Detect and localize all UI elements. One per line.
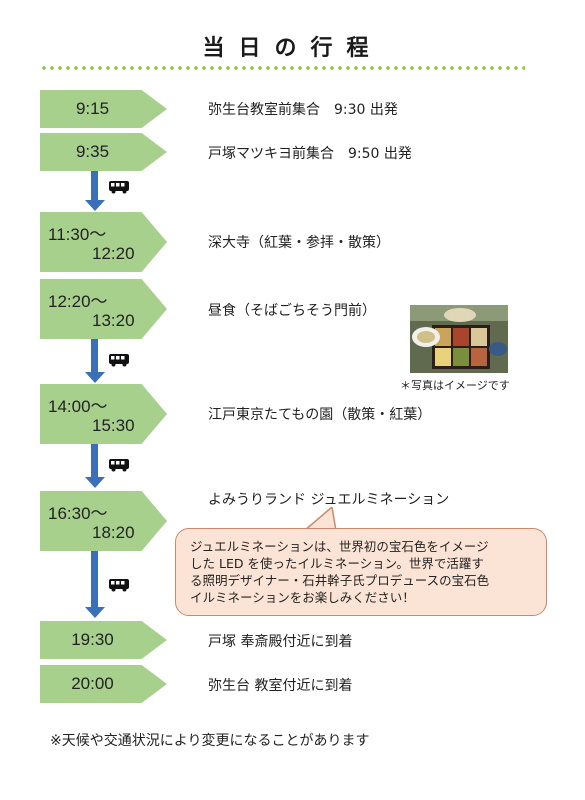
time-marker-6: 16:30〜 18:20 xyxy=(40,491,167,551)
jewellumination-bubble: ジュエルミネーションは、世界初の宝石色をイメージ した LED を使ったイルミネ… xyxy=(175,528,547,616)
bubble-line: ジュエルミネーションは、世界初の宝石色をイメージ xyxy=(190,539,489,554)
bus-icon xyxy=(109,459,129,472)
bus-icon xyxy=(109,181,129,194)
connector-line xyxy=(91,171,98,201)
schedule-desc-8: 弥生台 教室付近に到着 xyxy=(208,678,353,694)
time-end-label: 18:20 xyxy=(92,523,135,542)
time-start-label: 12:20〜 xyxy=(48,292,108,311)
time-marker-2: 9:35 xyxy=(40,133,167,171)
bus-icon xyxy=(109,579,129,592)
time-label: 9:15 xyxy=(75,99,110,118)
bubble-tail xyxy=(302,507,337,531)
schedule-desc-3: 深大寺（紅葉・参拝・散策） xyxy=(208,235,390,251)
time-end-label: 12:20 xyxy=(92,244,135,263)
time-label: 20:00 xyxy=(71,674,114,693)
connector-line xyxy=(91,444,98,477)
time-start-label: 14:00〜 xyxy=(48,397,108,416)
schedule-desc-2: 戸塚マツキヨ前集合 9:50 出発 xyxy=(208,146,412,162)
time-label: 19:30 xyxy=(71,630,114,649)
time-end-label: 13:20 xyxy=(92,311,135,330)
schedule-desc-7: 戸塚 奉斎殿付近に到着 xyxy=(208,634,353,650)
time-marker-8: 20:00 xyxy=(40,665,167,703)
bubble-line: イルミネーションをお楽しみください！ xyxy=(190,590,415,605)
schedule-desc-6: よみうりランド ジュエルミネーション xyxy=(208,492,450,508)
time-end-label: 15:30 xyxy=(92,416,135,435)
time-start-label: 16:30〜 xyxy=(48,504,108,523)
down-arrow-icon xyxy=(85,200,105,211)
dotted-divider xyxy=(40,66,525,70)
connector-line xyxy=(91,551,98,607)
time-marker-1: 9:15 xyxy=(40,90,167,128)
down-arrow-icon xyxy=(85,372,105,383)
bubble-line: る照明デザイナー・石井幹子氏プロデュースの宝石色 xyxy=(190,573,490,588)
time-label: 9:35 xyxy=(75,142,110,161)
schedule-desc-5: 江戸東京たてもの園（散策・紅葉） xyxy=(208,407,432,423)
lunch-photo xyxy=(410,305,508,373)
bus-icon xyxy=(109,354,129,367)
bubble-line: した LED を使ったイルミネーション。世界で活躍す xyxy=(190,556,484,571)
down-arrow-icon xyxy=(85,477,105,488)
time-marker-5: 14:00〜 15:30 xyxy=(40,384,167,444)
time-marker-4: 12:20〜 13:20 xyxy=(40,279,167,339)
page-title: 当日の行程 xyxy=(202,36,383,61)
time-marker-7: 19:30 xyxy=(40,621,167,659)
connector-line xyxy=(91,339,98,372)
time-start-label: 11:30〜 xyxy=(48,225,107,244)
footer-note: ※天候や交通状況により変更になることがあります xyxy=(50,733,370,749)
time-marker-3: 11:30〜 12:20 xyxy=(40,212,167,272)
schedule-desc-1: 弥生台教室前集合 9:30 出発 xyxy=(208,102,398,118)
schedule-desc-4: 昼食（そばごちそう門前） xyxy=(208,303,376,319)
photo-caption: ＊写真はイメージです xyxy=(400,379,510,392)
down-arrow-icon xyxy=(85,607,105,618)
